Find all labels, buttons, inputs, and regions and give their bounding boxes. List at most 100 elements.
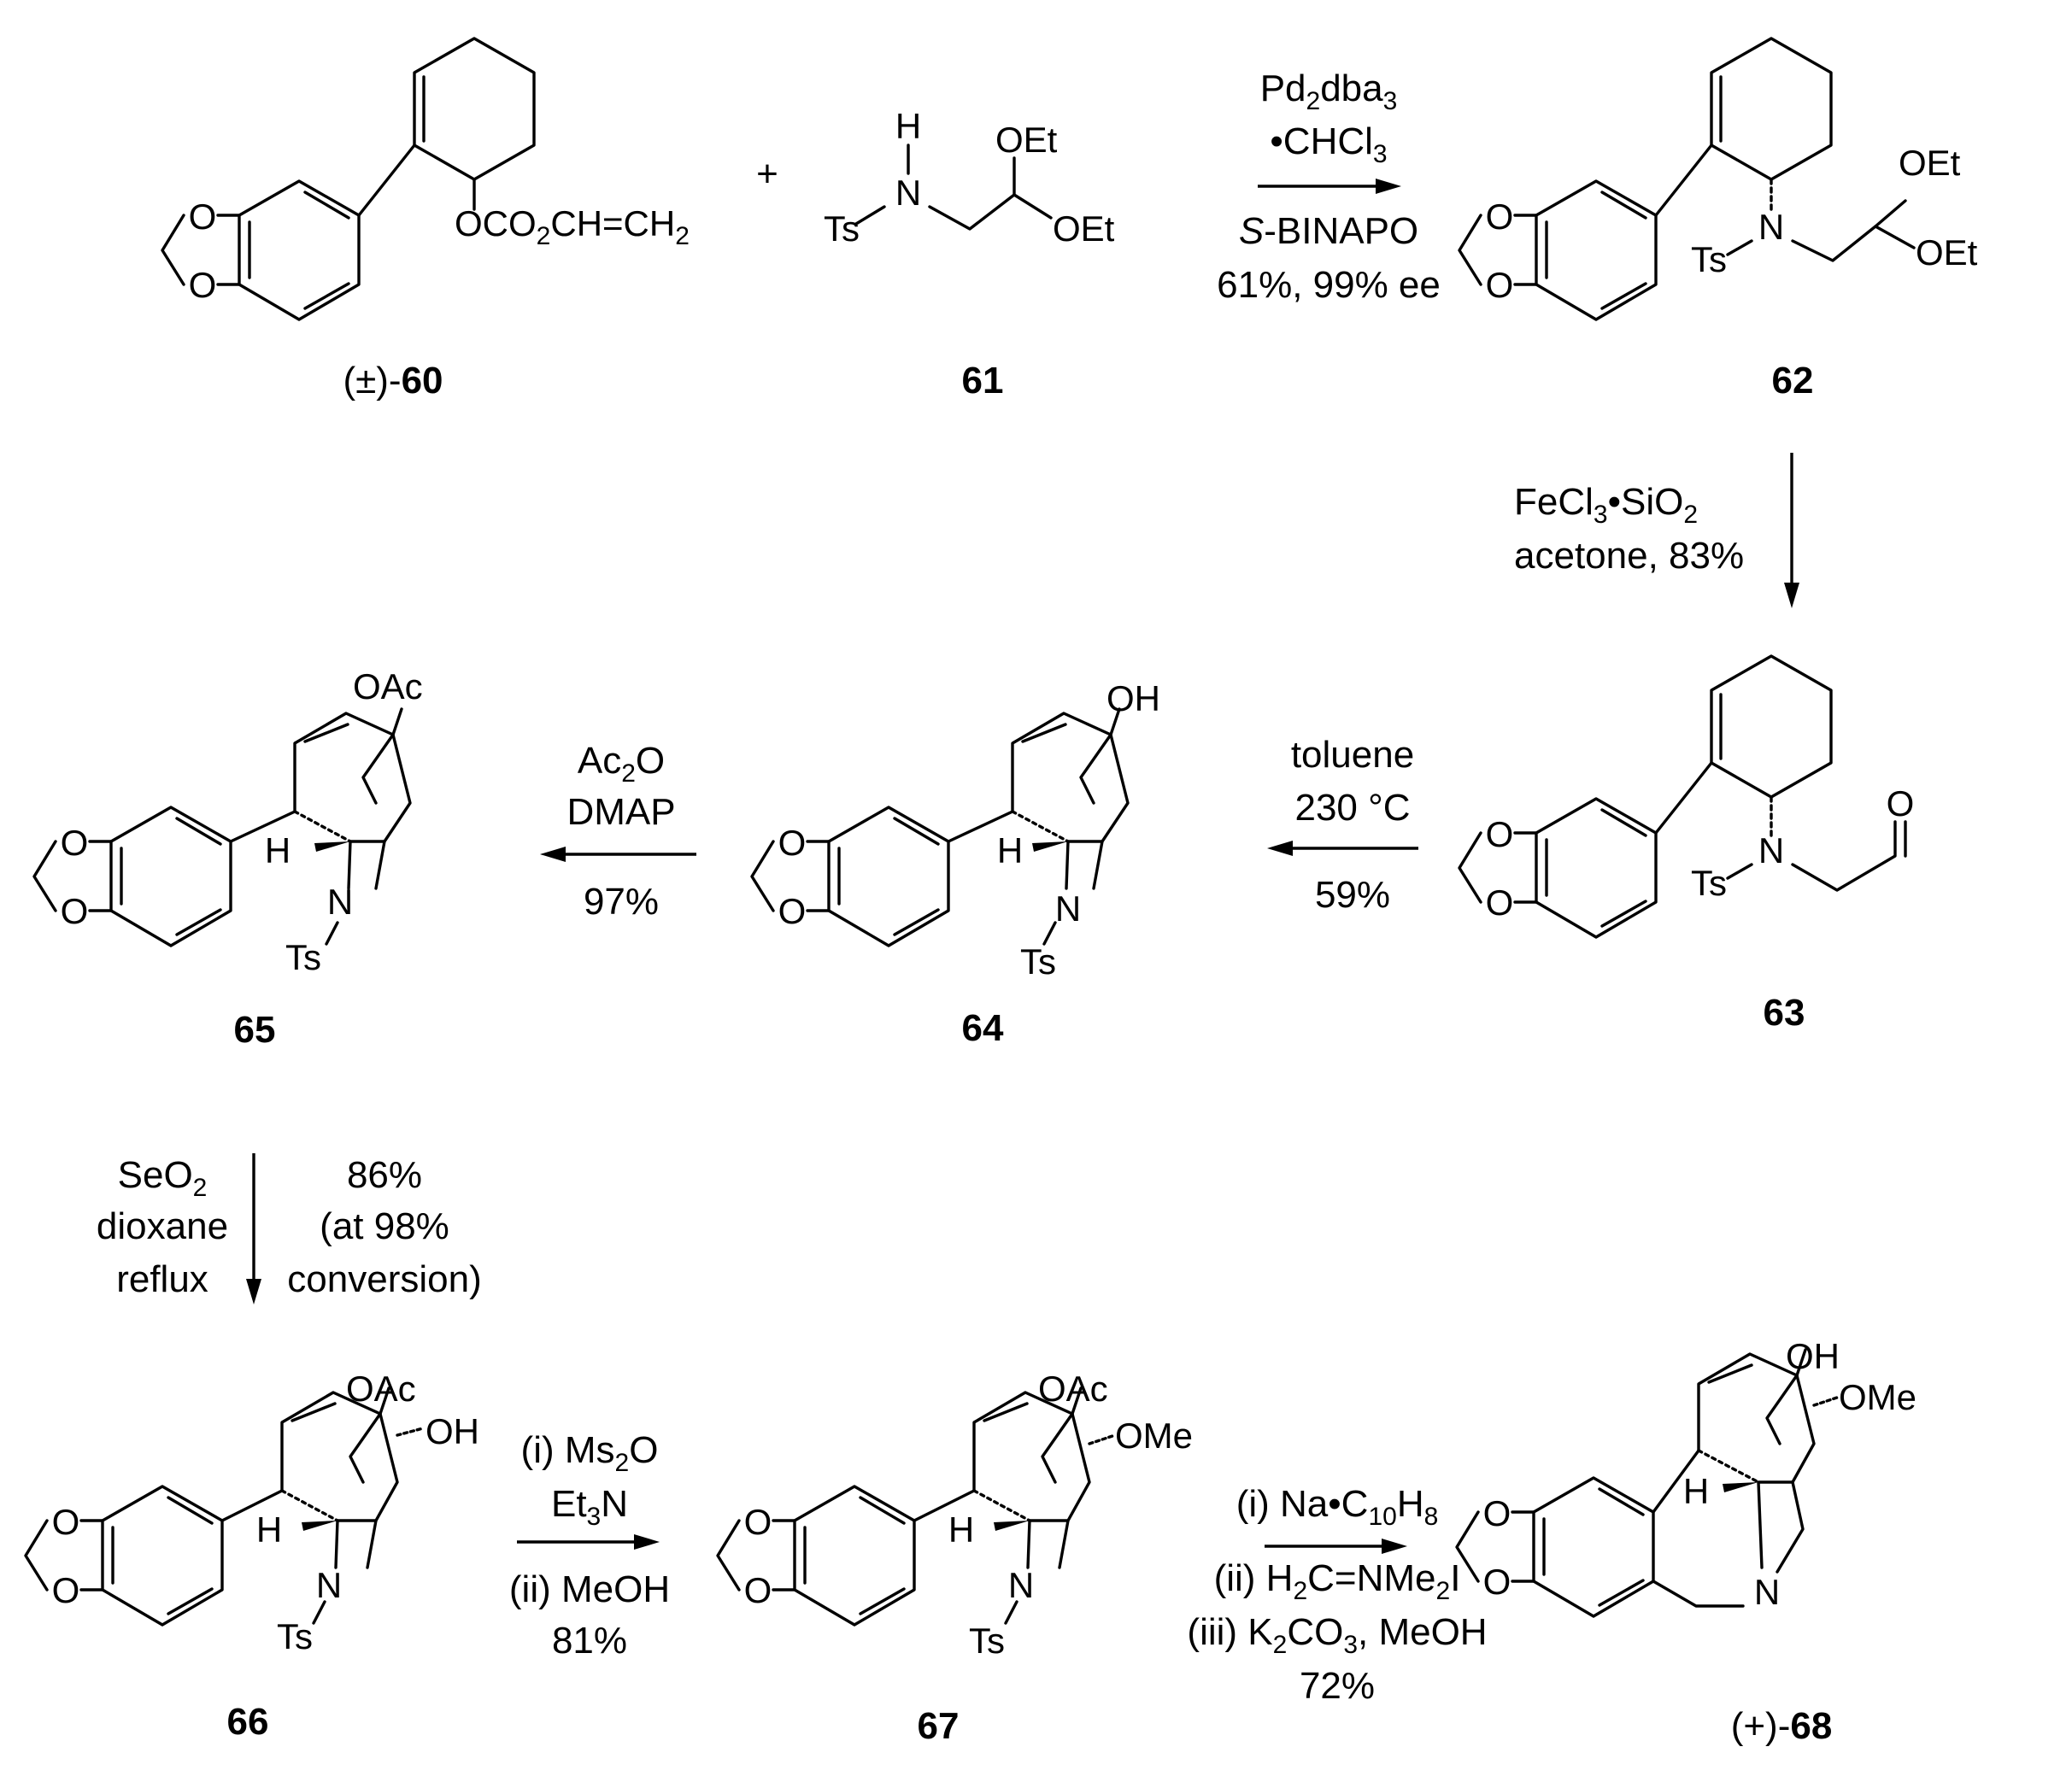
compound-66-atom-label: O bbox=[52, 1570, 80, 1610]
compound-67: O O OAc OMe H N Ts 67 bbox=[716, 1369, 1193, 1747]
step1-arrowhead bbox=[1376, 179, 1401, 194]
step3: toluene 230 °C 59% bbox=[1267, 734, 1418, 916]
step3-conditions: toluene 230 °C 59% bbox=[1291, 734, 1414, 916]
text-run: Et bbox=[551, 1483, 587, 1525]
compound-68-prefix: (+)- bbox=[1731, 1705, 1791, 1747]
text-run: 86% bbox=[347, 1154, 422, 1196]
compound-63-bonds bbox=[1458, 654, 1907, 939]
subscript: 2 bbox=[1436, 1577, 1451, 1605]
text-run: N bbox=[601, 1483, 628, 1525]
compound-61: H N Ts OEt OEt 61 bbox=[824, 106, 1115, 402]
compound-65-atom-label: N bbox=[327, 882, 353, 922]
compound-64-label: 64 bbox=[962, 1007, 1004, 1049]
compound-68-bonds bbox=[1455, 1348, 1841, 1618]
compound-68-atom-label: H bbox=[1683, 1471, 1709, 1511]
compound-65-atom-label: O bbox=[61, 823, 89, 863]
compound-61-bonds bbox=[854, 144, 1053, 231]
compound-68-atom-labels: O O OH OMe H N bbox=[1483, 1336, 1916, 1612]
compound-66-label: 66 bbox=[227, 1701, 269, 1743]
step3-arrowhead bbox=[1267, 841, 1293, 856]
compound-65-atom-label: Ts bbox=[285, 937, 321, 977]
compound-62-label: 62 bbox=[1772, 360, 1814, 402]
compound-61-atom-label: OEt bbox=[1053, 208, 1115, 249]
subscript: 2 bbox=[193, 1174, 208, 1202]
text-run: (iii) K bbox=[1187, 1611, 1272, 1653]
compound-65: O O OAc H N Ts 65 bbox=[32, 666, 423, 1051]
text-run: dba bbox=[1320, 67, 1383, 109]
text-run: 230 °C bbox=[1294, 787, 1410, 829]
compound-63-atom-label: Ts bbox=[1691, 863, 1727, 903]
compound-63-atom-labels: O O N Ts O bbox=[1486, 783, 1915, 923]
compound-67-atom-label: OMe bbox=[1115, 1416, 1193, 1456]
step4-arrowhead bbox=[540, 847, 566, 862]
compound-60-number: 60 bbox=[402, 360, 443, 402]
text-run: OCO bbox=[455, 203, 537, 243]
compound-66-atom-label: OAc bbox=[346, 1369, 416, 1409]
compound-62-atom-label: OEt bbox=[1916, 232, 1978, 273]
step7-condition: 72% bbox=[1300, 1665, 1375, 1707]
compound-68: O O OH OMe H N (+)-68 bbox=[1455, 1336, 1916, 1747]
compound-68-atom-label: N bbox=[1754, 1572, 1780, 1612]
step2-arrowhead bbox=[1784, 583, 1799, 608]
compound-61-label: 61 bbox=[962, 360, 1004, 402]
step5-condition: 86% bbox=[347, 1154, 422, 1196]
text-run: •CHCl bbox=[1270, 120, 1373, 162]
compound-60-atom-label: O bbox=[189, 196, 217, 237]
compound-66-atom-labels: O O OAc OH H N Ts bbox=[52, 1369, 479, 1656]
compound-68-atom-label: OMe bbox=[1839, 1377, 1916, 1417]
text-run: -BINAPO bbox=[1264, 210, 1418, 252]
step6-condition: (i) Ms2​O bbox=[521, 1429, 659, 1477]
text-run: (i) Na•C bbox=[1236, 1483, 1369, 1525]
compound-66-atom-label: H bbox=[256, 1509, 282, 1550]
step3-condition: 59% bbox=[1315, 874, 1390, 916]
text-run: SeO bbox=[118, 1154, 193, 1196]
text-run: H bbox=[1397, 1483, 1424, 1525]
text-run: CH=CH bbox=[550, 203, 675, 243]
compound-62-atom-label: N bbox=[1758, 207, 1784, 247]
compound-67-atom-labels: O O OAc OMe H N Ts bbox=[744, 1369, 1193, 1661]
compound-67-atom-label: H bbox=[948, 1509, 974, 1550]
compound-60-prefix: (±)- bbox=[343, 360, 401, 402]
step4-condition: Ac2​O bbox=[578, 740, 665, 788]
step7-condition: (ii) H2​C=NMe2​I bbox=[1214, 1557, 1461, 1605]
compound-67-atom-label: OAc bbox=[1038, 1369, 1108, 1409]
text-run: S bbox=[1239, 210, 1264, 252]
subscript: 2 bbox=[537, 222, 551, 250]
compound-63-atom-label: O bbox=[1887, 783, 1915, 824]
subscript: 2 bbox=[1293, 1577, 1307, 1605]
step5-condition: conversion) bbox=[287, 1258, 481, 1300]
compound-62-atom-label: O bbox=[1486, 196, 1514, 237]
step1-conditions: Pd2​dba3​ •CHCl3​ S-BINAPO 61%, 99% ee bbox=[1217, 67, 1441, 306]
compound-61-atom-label: OEt bbox=[995, 120, 1058, 160]
step6-condition: 81% bbox=[552, 1620, 627, 1662]
compound-66-atom-label: OH bbox=[426, 1411, 479, 1451]
compound-61-atom-labels: H N Ts OEt OEt bbox=[824, 106, 1115, 249]
compound-63-label: 63 bbox=[1764, 992, 1805, 1034]
step5-arrowhead bbox=[246, 1279, 261, 1304]
compound-68-atom-label: OH bbox=[1786, 1336, 1840, 1376]
compound-61-atom-label: H bbox=[895, 106, 921, 146]
compound-61-atom-label: Ts bbox=[824, 208, 860, 249]
compound-64-atom-label: OH bbox=[1106, 678, 1160, 718]
compound-67-atom-label: O bbox=[744, 1502, 772, 1542]
compound-66-bonds bbox=[24, 1386, 425, 1627]
text-run: 72% bbox=[1300, 1665, 1375, 1707]
compound-62-atom-label: O bbox=[1486, 265, 1514, 305]
subscript: 2 bbox=[615, 1449, 630, 1477]
step7: (i) Na•C10​H8​ (ii) H2​C=NMe2​I (iii) K2… bbox=[1187, 1483, 1487, 1707]
compound-68-atom-label: O bbox=[1483, 1562, 1511, 1602]
text-run: (at 98% bbox=[320, 1205, 449, 1247]
compound-62-atom-labels: O O N Ts OEt OEt bbox=[1486, 143, 1978, 305]
compound-60: O O OCO2​CH=CH2​ (±)-60 bbox=[161, 37, 690, 402]
compound-64-atom-label: O bbox=[778, 891, 807, 931]
text-run: dioxane bbox=[97, 1205, 228, 1247]
step5-condition: reflux bbox=[116, 1258, 208, 1300]
compound-68-number: 68 bbox=[1790, 1705, 1832, 1747]
compound-60-label: (±)-60 bbox=[343, 360, 443, 402]
step6-condition: (ii) MeOH bbox=[509, 1568, 670, 1610]
text-run: , MeOH bbox=[1358, 1611, 1488, 1653]
step1-condition: 61%, 99% ee bbox=[1217, 264, 1441, 306]
compound-64-atom-label: O bbox=[778, 823, 807, 863]
compound-63-atom-label: O bbox=[1486, 882, 1514, 923]
compound-60-atom-label: OCO2​CH=CH2​ bbox=[455, 203, 690, 250]
